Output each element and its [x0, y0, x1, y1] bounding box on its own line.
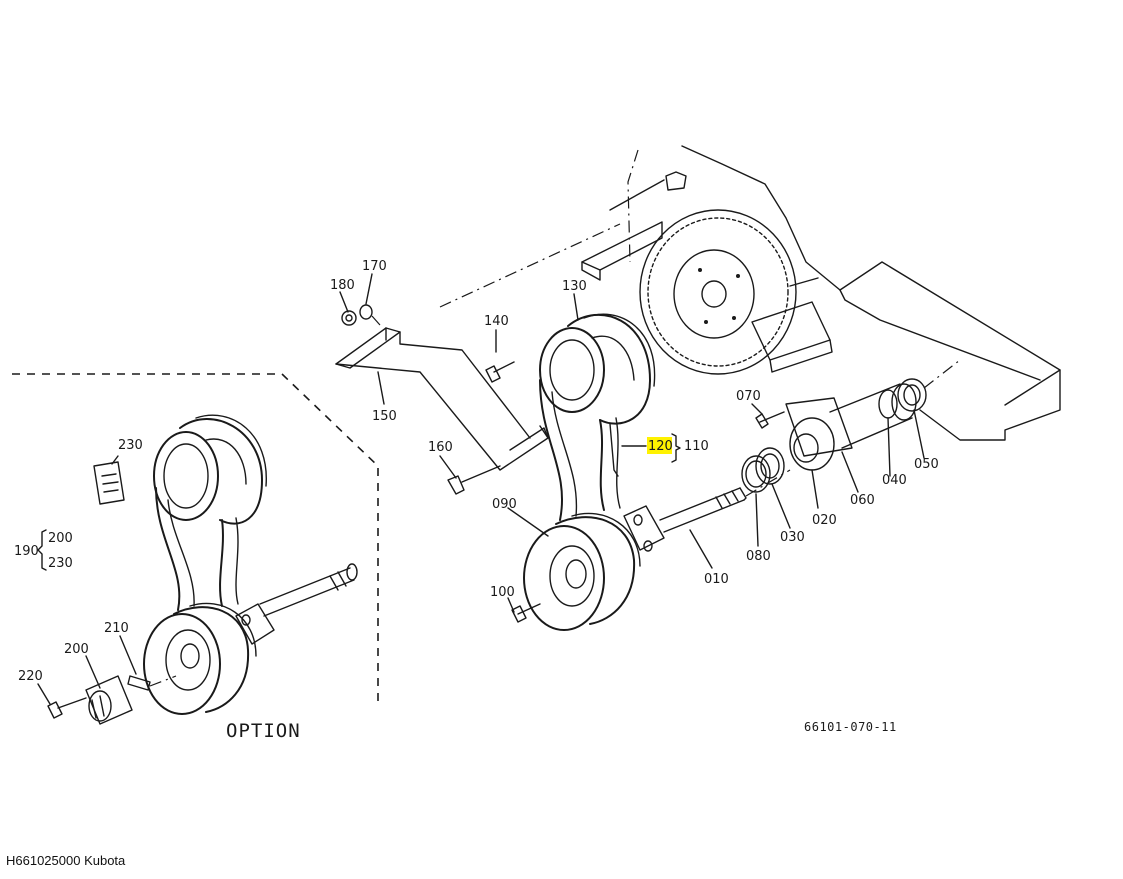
part-label-180[interactable]: 180	[330, 278, 355, 293]
drawing-code: 66101-070-11	[804, 720, 897, 734]
part-label-070[interactable]: 070	[736, 389, 761, 404]
part-label-160[interactable]: 160	[428, 440, 453, 455]
group-brace-190	[37, 529, 47, 571]
part-label-130[interactable]: 130	[562, 279, 587, 294]
leader-lines	[37, 273, 925, 705]
housing-outline	[439, 145, 1061, 441]
part-label-200[interactable]: 200	[64, 642, 89, 657]
option-belt-drive	[47, 414, 358, 725]
bearing-housing-assembly	[623, 359, 961, 552]
group-brace-110	[671, 433, 681, 463]
part-label-090[interactable]: 090	[492, 497, 517, 512]
part-label-120[interactable]: 120	[648, 439, 673, 454]
footer-caption: H661025000 Kubota	[6, 853, 126, 868]
bracket	[335, 304, 549, 495]
part-label-170[interactable]: 170	[362, 259, 387, 274]
flywheel	[639, 209, 833, 375]
part-label-230[interactable]: 230	[118, 438, 143, 453]
part-label-100[interactable]: 100	[490, 585, 515, 600]
part-label-010[interactable]: 010	[704, 572, 729, 587]
part-label-230-group[interactable]: 230	[48, 556, 73, 571]
option-label: OPTION	[226, 720, 301, 742]
part-label-080[interactable]: 080	[746, 549, 771, 564]
part-label-030[interactable]: 030	[780, 530, 805, 545]
highlight-marker	[647, 437, 672, 454]
part-label-140[interactable]: 140	[484, 314, 509, 329]
part-label-040[interactable]: 040	[882, 473, 907, 488]
part-label-190[interactable]: 190	[14, 544, 39, 559]
part-label-200-group[interactable]: 200	[48, 531, 73, 546]
part-label-210[interactable]: 210	[104, 621, 129, 636]
part-label-020[interactable]: 020	[812, 513, 837, 528]
main-belt-drive	[511, 313, 656, 631]
part-label-050[interactable]: 050	[914, 457, 939, 472]
part-labels: 180 170 130 140 150 160 120 110 070 090 …	[14, 259, 939, 684]
part-label-110[interactable]: 110	[684, 439, 709, 454]
part-label-150[interactable]: 150	[372, 409, 397, 424]
option-frame	[12, 373, 379, 708]
part-label-060[interactable]: 060	[850, 493, 875, 508]
part-label-220[interactable]: 220	[18, 669, 43, 684]
